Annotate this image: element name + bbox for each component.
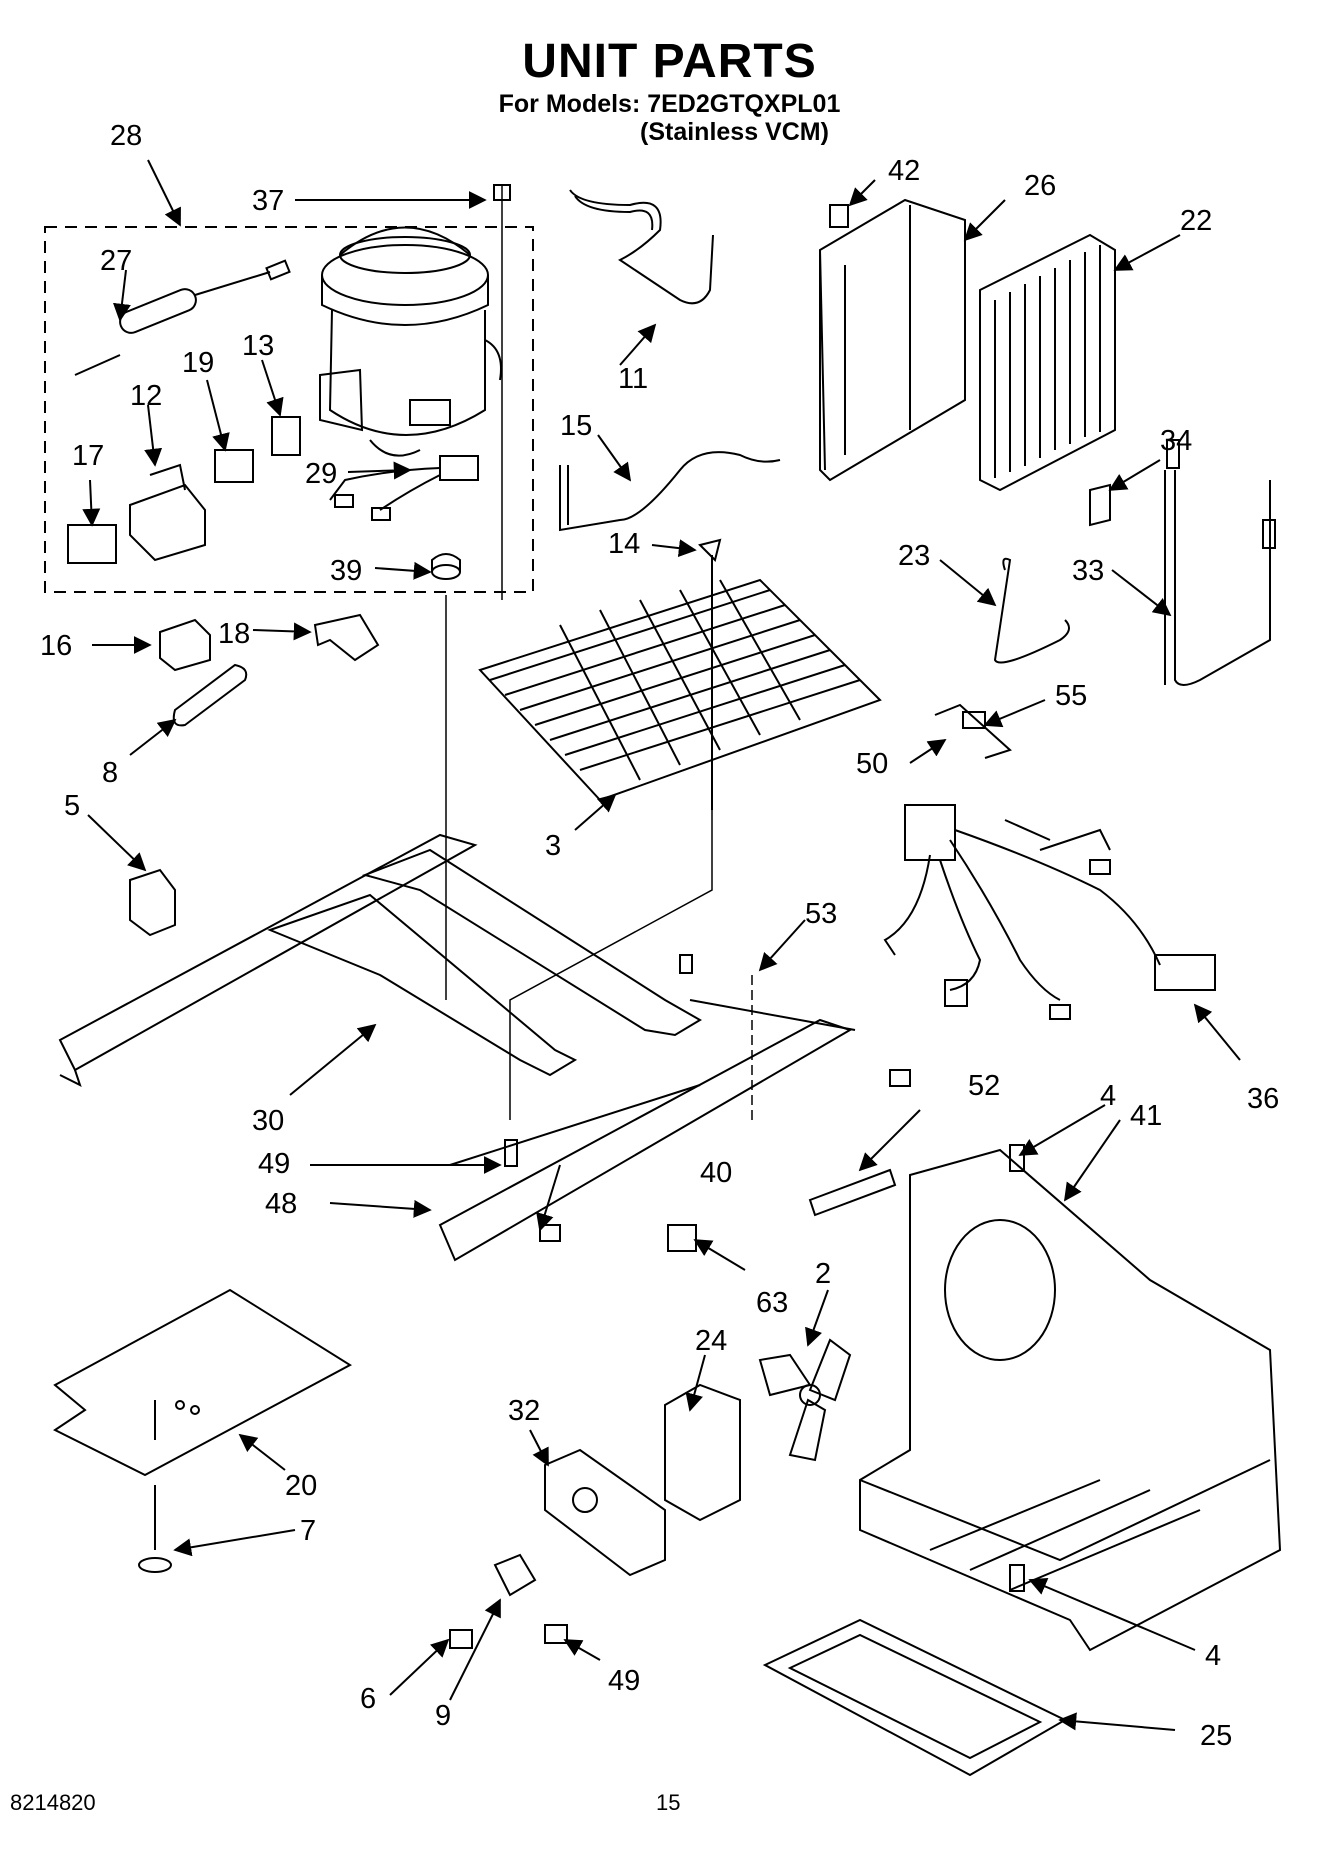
callout-19: 19 [182, 347, 214, 379]
callout-labels: 28 37 27 19 13 12 17 29 39 11 15 42 26 2… [40, 120, 1279, 1752]
compressor-group [44, 184, 534, 600]
callout-9: 9 [435, 1700, 451, 1732]
callout-50: 50 [856, 748, 888, 780]
harness-29-drawing [329, 455, 479, 521]
compressor-drawing [319, 226, 502, 457]
callout-2: 2 [815, 1258, 831, 1290]
evaporator-cover-drawing [819, 198, 966, 482]
callout-32: 32 [508, 1395, 540, 1427]
callout-53: 53 [805, 898, 837, 930]
callout-33: 33 [1072, 555, 1104, 587]
callout-42: 42 [888, 155, 920, 187]
callout-11: 11 [618, 363, 648, 395]
callout-6: 6 [360, 1683, 376, 1715]
leader-arrows [82, 159, 1241, 1731]
callout-28: 28 [110, 120, 142, 152]
base-frame-drawing [58, 833, 911, 1262]
callout-34: 34 [1160, 425, 1192, 457]
callout-30: 30 [252, 1105, 284, 1137]
callout-49-upper: 49 [258, 1148, 290, 1180]
callout-7: 7 [300, 1515, 316, 1547]
base-pan-assembly-drawing [667, 1148, 1282, 1652]
coil-alignment-line [509, 810, 713, 1120]
wiring-harness-drawing [883, 804, 1216, 1020]
callout-48: 48 [265, 1188, 297, 1220]
callout-12: 12 [130, 380, 162, 412]
drain-pan-drawing [762, 1618, 1068, 1777]
callout-5: 5 [64, 790, 80, 822]
callout-18: 18 [218, 618, 250, 650]
callout-26: 26 [1024, 170, 1056, 202]
callout-37: 37 [252, 185, 284, 217]
tubing-drawings [559, 189, 781, 532]
grommet-drawing [431, 553, 461, 580]
callout-23: 23 [898, 540, 930, 572]
fan-motor-drawing [449, 1338, 852, 1649]
callout-25: 25 [1200, 1720, 1232, 1752]
insulation-panel-drawing [53, 1288, 352, 1573]
models-line: For Models: 7ED2GTQXPL01 [498, 90, 841, 118]
variant-line: (Stainless VCM) [640, 118, 829, 146]
callout-55: 55 [1055, 680, 1087, 712]
page-number: 15 [656, 1790, 681, 1815]
callout-29: 29 [305, 458, 337, 490]
callout-22: 22 [1180, 205, 1212, 237]
compressor-kit-boundary [44, 226, 534, 593]
drier-drawing [74, 259, 291, 376]
overload-drawing [271, 416, 301, 456]
callout-49-lower: 49 [608, 1665, 640, 1697]
callout-4-bottom: 4 [1205, 1640, 1221, 1672]
callout-52: 52 [968, 1070, 1000, 1102]
callout-4-top: 4 [1100, 1080, 1116, 1112]
callout-41: 41 [1130, 1100, 1162, 1132]
callout-27: 27 [100, 245, 132, 277]
screw-4-top-drawing [1009, 1144, 1025, 1172]
callout-13: 13 [242, 330, 274, 362]
callout-17: 17 [72, 440, 104, 472]
start-relay-drawing [129, 463, 206, 562]
callout-3: 3 [545, 830, 561, 862]
callout-40: 40 [700, 1157, 732, 1189]
relay-drawing [214, 449, 254, 483]
evaporator-coil-drawing [478, 538, 882, 810]
document-number: 8214820 [10, 1790, 96, 1815]
tube-23-33-drawings [993, 439, 1276, 686]
condenser-drawing [979, 233, 1116, 492]
callout-24: 24 [695, 1325, 727, 1357]
callout-39: 39 [330, 555, 362, 587]
clip-42-drawing [829, 204, 849, 228]
callout-36: 36 [1247, 1083, 1279, 1115]
callout-14: 14 [608, 528, 640, 560]
callout-8: 8 [102, 757, 118, 789]
callout-15: 15 [560, 410, 592, 442]
part-50-55-drawing [934, 703, 1012, 759]
callout-16: 16 [40, 630, 72, 662]
screw-4-bottom-drawing [1009, 1564, 1025, 1592]
small-parts-left-drawing [159, 613, 380, 727]
callout-20: 20 [285, 1470, 317, 1502]
page-title: UNIT PARTS [522, 35, 817, 88]
callout-63: 63 [756, 1287, 788, 1319]
cover-drawing [67, 524, 117, 564]
